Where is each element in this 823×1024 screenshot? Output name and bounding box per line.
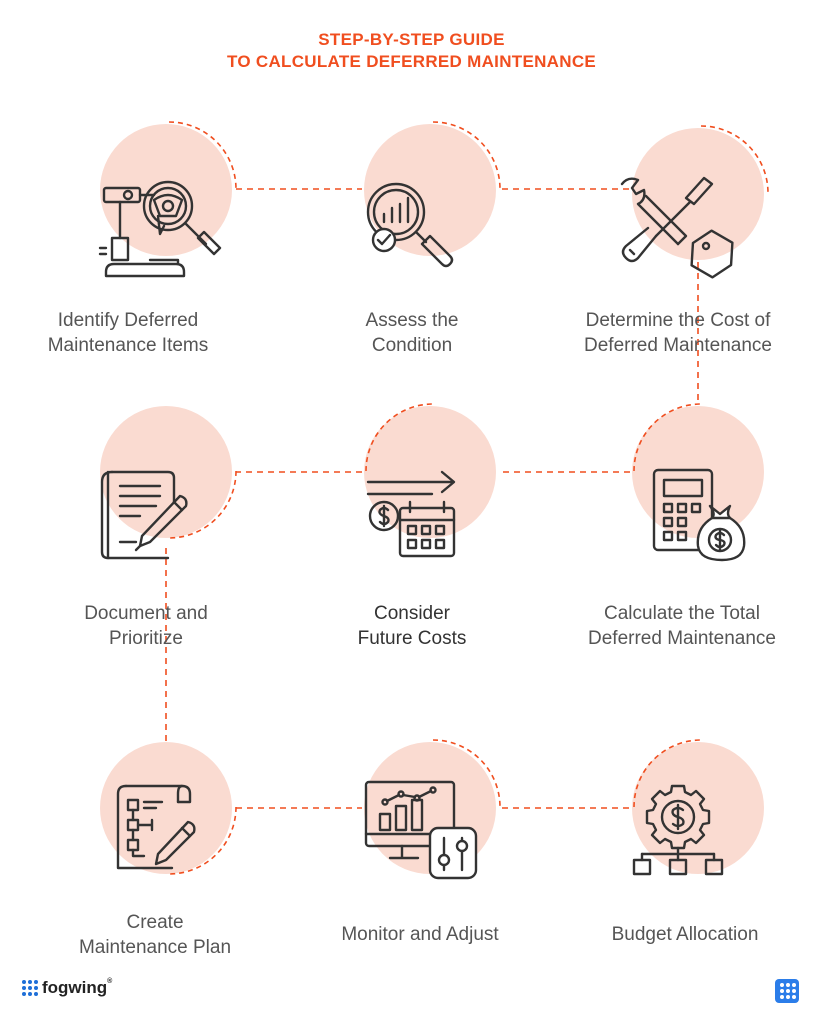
- step-1-label-line-2: Maintenance Items: [47, 335, 209, 356]
- step-7-arc: [168, 806, 237, 875]
- step-2-arc: [432, 121, 501, 190]
- step-3-label-line-2: Deferred Maintenance: [584, 335, 772, 356]
- step-1-label-line-1: Identify Deferred: [57, 310, 199, 331]
- step-7-label-line-1: Create: [126, 912, 184, 933]
- fogwing-badge-icon: [775, 979, 799, 1003]
- fogwing-logo-icon: [22, 980, 38, 996]
- step-2-label-line-1: Assess the: [365, 310, 459, 331]
- fogwing-logo: fogwing®: [22, 978, 112, 998]
- step-8-arc: [432, 739, 501, 808]
- step-3-label-line-1: Determine the Cost of: [585, 310, 771, 331]
- step-5-label-line-1: Consider: [373, 603, 451, 624]
- step-4-arc: [168, 470, 237, 539]
- step-9-label: Budget Allocation: [555, 922, 815, 947]
- step-1-label: Identify Deferred Maintenance Items: [0, 308, 258, 358]
- step-4-label-line-1: Document and: [84, 603, 208, 624]
- step-6-label: Calculate the Total Deferred Maintenance: [552, 601, 812, 651]
- step-2-label-line-2: Condition: [371, 335, 453, 356]
- step-7-label: Create Maintenance Plan: [25, 910, 285, 960]
- fogwing-logo-text: fogwing®: [42, 978, 113, 997]
- step-8-label: Monitor and Adjust: [290, 922, 550, 947]
- future-cost-calendar-icon: [366, 470, 456, 558]
- step-6-label-line-1: Calculate the Total: [604, 603, 760, 624]
- step-5-label-line-2: Future Costs: [357, 628, 467, 649]
- monitor-dashboard-icon: [364, 780, 478, 880]
- step-9-label-line-1: Budget Allocation: [611, 924, 759, 945]
- step-3-arc: [700, 125, 769, 194]
- page-title-line-1: STEP-BY-STEP GUIDE: [318, 30, 505, 49]
- inspection-icon: [98, 180, 222, 278]
- step-5-arc: [365, 403, 434, 472]
- step-3-label: Determine the Cost of Deferred Maintenan…: [548, 308, 808, 358]
- budget-hierarchy-icon: [632, 784, 724, 876]
- tools-price-tag-icon: [620, 176, 734, 279]
- step-8-label-line-1: Monitor and Adjust: [341, 924, 499, 945]
- step-1-circle: [100, 124, 232, 256]
- step-7-circle: [100, 742, 232, 874]
- plan-scroll-icon: [116, 784, 196, 870]
- step-6-label-line-2: Deferred Maintenance: [588, 628, 776, 649]
- step-7-label-line-2: Maintenance Plan: [78, 937, 232, 958]
- step-6-arc: [633, 403, 702, 472]
- step-4-label: Document and Prioritize: [16, 601, 276, 651]
- magnifier-chart-icon: [366, 182, 454, 268]
- document-pen-icon: [100, 470, 188, 560]
- page-title-line-2: TO CALCULATE DEFERRED MAINTENANCE: [226, 52, 597, 71]
- step-5-label: Consider Future Costs: [282, 601, 542, 651]
- step-9-arc: [633, 739, 702, 808]
- step-1-arc: [168, 121, 237, 190]
- step-2-label: Assess the Condition: [282, 308, 542, 358]
- calculator-money-bag-icon: [652, 468, 746, 562]
- step-4-label-line-2: Prioritize: [109, 628, 183, 649]
